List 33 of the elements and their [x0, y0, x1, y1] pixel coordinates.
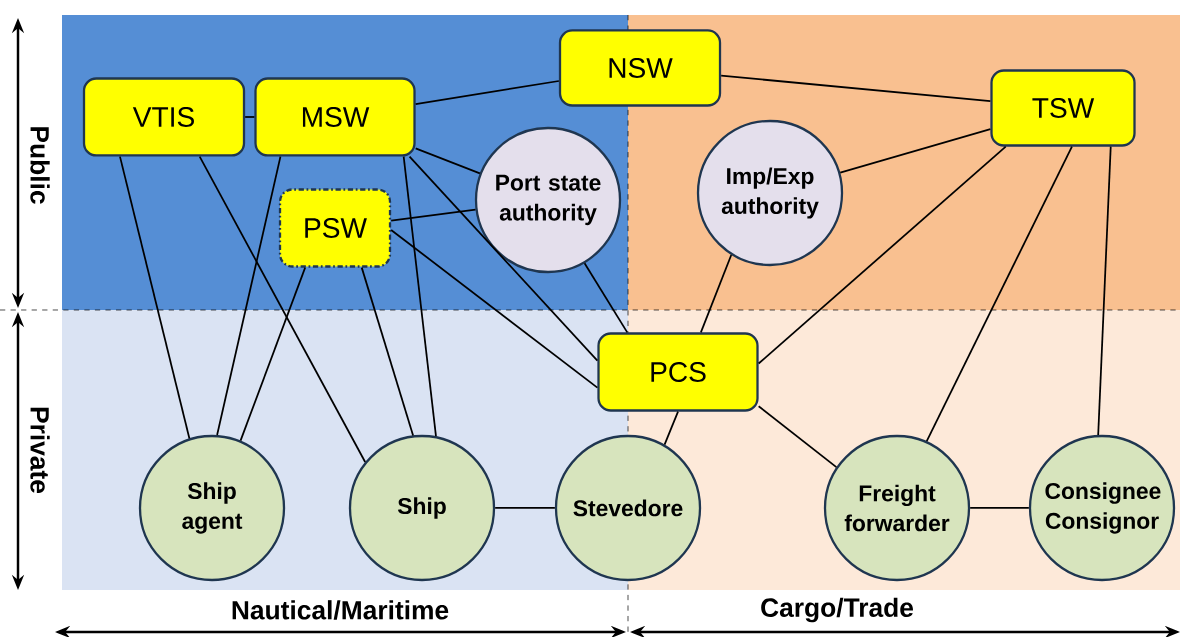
connector-line — [700, 254, 733, 334]
window-box: PSW — [278, 188, 392, 268]
connector-line — [408, 155, 599, 362]
connector-line — [839, 128, 992, 174]
axis-label: Private — [30, 407, 50, 494]
connector-line — [1097, 145, 1112, 436]
connector-line — [244, 116, 256, 118]
connector-line — [216, 155, 282, 436]
connector-line — [663, 410, 679, 446]
connector-line — [239, 266, 306, 442]
connector-line — [757, 405, 838, 468]
connector-line — [119, 155, 191, 440]
connector-line — [414, 80, 560, 105]
window-box: MSW — [254, 77, 416, 157]
connector-line — [402, 155, 437, 438]
connector-line — [414, 147, 481, 175]
axis-label: Cargo/Trade — [761, 597, 913, 623]
connector-line — [360, 266, 414, 437]
connector-line — [583, 262, 629, 334]
window-box: PCS — [597, 332, 759, 412]
window-box: VTIS — [82, 77, 246, 157]
connector-line — [390, 229, 599, 389]
window-box: NSW — [558, 29, 722, 107]
axis-label: Nautical/Maritime — [232, 600, 449, 620]
connector-line — [720, 74, 992, 102]
connector-line — [198, 155, 367, 463]
window-box: TSW — [990, 69, 1136, 147]
axis-label: Public — [30, 127, 50, 204]
connector-line — [390, 208, 477, 222]
connector-line — [969, 507, 1030, 509]
connector-line — [925, 145, 1073, 443]
connector-line — [757, 145, 1007, 365]
connector-line — [494, 507, 556, 509]
